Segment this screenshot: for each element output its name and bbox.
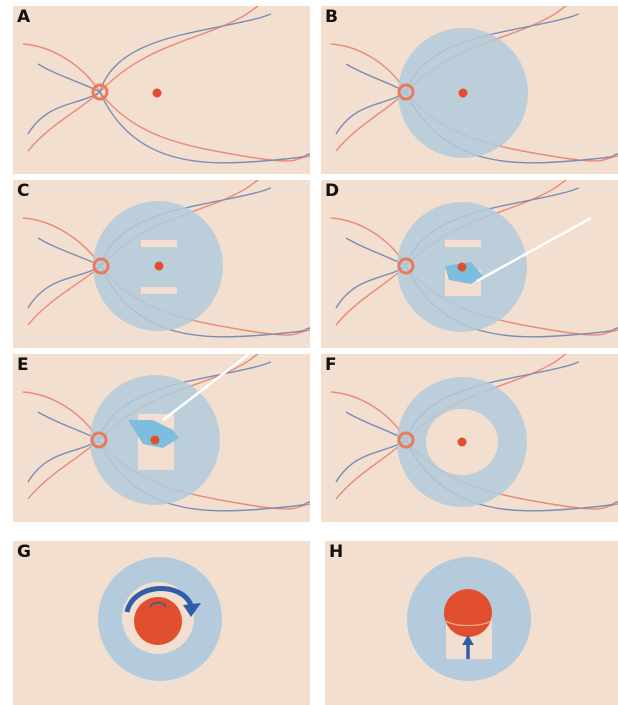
panel-label-a: A xyxy=(17,7,30,27)
flap-cover-illustration xyxy=(325,541,618,705)
flap-covering-hole xyxy=(444,589,492,637)
fundus-illustration-c xyxy=(13,180,310,348)
macular-hole xyxy=(459,89,468,98)
macular-hole xyxy=(458,438,467,447)
inferior-flap-outline xyxy=(141,287,177,294)
panel-h: H xyxy=(325,541,618,705)
superior-flap-outline xyxy=(445,240,481,247)
flap-inversion-illustration xyxy=(13,541,310,705)
panel-e: E xyxy=(13,354,310,522)
inverted-flap-covering-hole xyxy=(134,597,182,645)
fundus-illustration-e xyxy=(13,354,310,522)
panel-label-c: C xyxy=(17,181,29,201)
superior-flap-outline xyxy=(141,240,177,247)
panel-g: G xyxy=(13,541,310,705)
panel-c: C xyxy=(13,180,310,348)
panel-background xyxy=(13,6,310,174)
panel-label-f: F xyxy=(325,355,337,375)
macular-hole xyxy=(155,262,164,271)
panel-label-e: E xyxy=(17,355,29,375)
fundus-illustration-f xyxy=(321,354,618,522)
panel-label-g: G xyxy=(17,542,31,562)
fundus-illustration-d xyxy=(321,180,618,348)
macular-hole xyxy=(153,89,162,98)
panel-label-b: B xyxy=(325,7,338,27)
panel-a: A xyxy=(13,6,310,174)
fundus-illustration-a xyxy=(13,6,310,174)
panel-label-h: H xyxy=(329,542,343,562)
panel-f: F xyxy=(321,354,618,522)
panel-d: D xyxy=(321,180,618,348)
panel-b: B xyxy=(321,6,618,174)
panel-label-d: D xyxy=(325,181,339,201)
macular-hole xyxy=(151,436,160,445)
macular-hole xyxy=(458,263,467,272)
fundus-illustration-b xyxy=(321,6,618,174)
